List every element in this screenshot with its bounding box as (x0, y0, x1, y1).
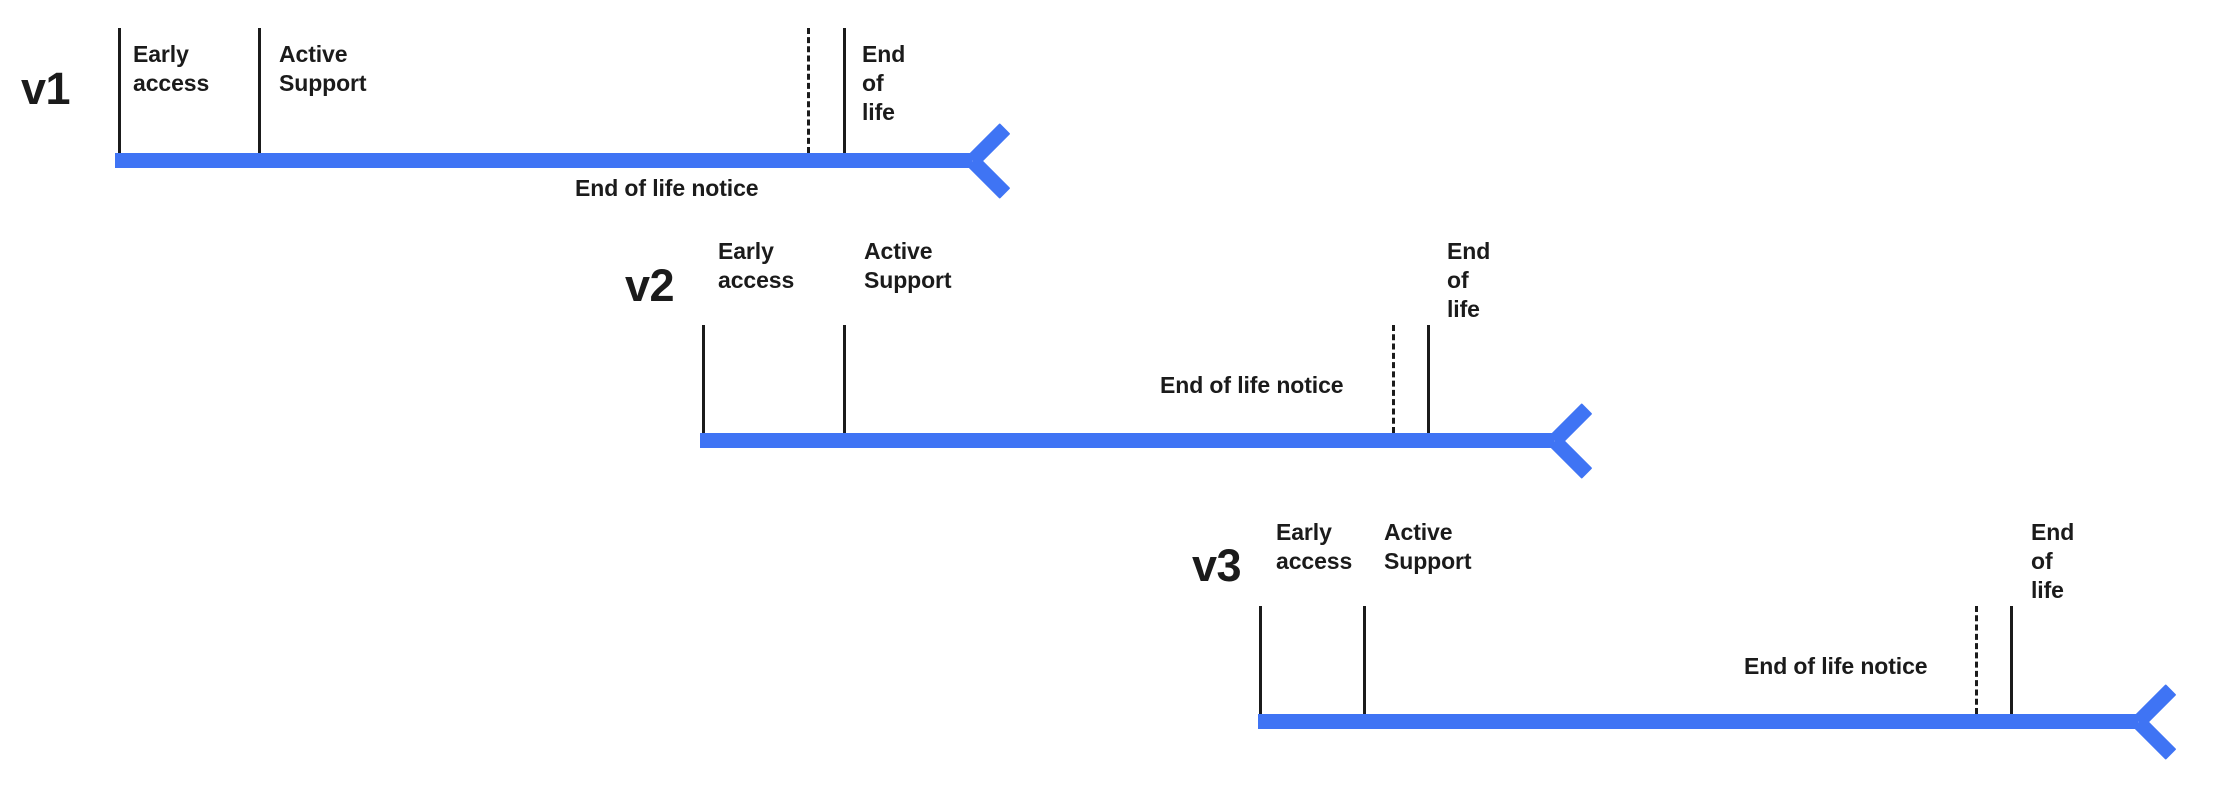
version-label-v2: v2 (624, 260, 675, 311)
notice-label-end-of-life-notice-v2: End of life notice (1160, 372, 1344, 398)
phase-divider-1-v3 (1259, 606, 1262, 714)
end-of-life-notice-divider-v1 (807, 28, 810, 153)
phase-label-end-of-life-v1: End of life (862, 41, 906, 125)
phase-divider-1-v1 (118, 28, 121, 153)
end-of-life-notice-divider-v3 (1975, 606, 1978, 714)
phase-divider-2-v1 (258, 28, 261, 153)
phase-label-early-access-v3: Early access (1276, 519, 1353, 574)
phase-divider-2-v2 (843, 325, 846, 433)
timeline-arrow-shaft-v3 (1258, 714, 2138, 729)
phase-divider-2-v3 (1363, 606, 1366, 714)
notice-label-end-of-life-notice-v3: End of life notice (1744, 653, 1928, 679)
phase-label-active-support-v2: Active Support (864, 238, 952, 293)
notice-label-end-of-life-notice-v1: End of life notice (575, 175, 759, 201)
phase-label-early-access-v2: Early access (718, 238, 795, 293)
phase-label-end-of-life-v3: End of life (2031, 519, 2075, 603)
arrow-head-lower-arm-v1 (967, 155, 1011, 199)
arrow-head-lower-arm-v2 (1549, 435, 1593, 479)
phase-label-end-of-life-v2: End of life (1447, 238, 1491, 322)
phase-divider-1-v2 (702, 325, 705, 433)
phase-label-early-access-v1: Early access (133, 41, 210, 96)
phase-divider-3-v2 (1427, 325, 1430, 433)
timeline-arrow-shaft-v1 (115, 153, 972, 168)
phase-divider-3-v3 (2010, 606, 2013, 714)
arrow-head-lower-arm-v3 (2133, 716, 2177, 760)
phase-label-active-support-v3: Active Support (1384, 519, 1472, 574)
version-label-v3: v3 (1191, 540, 1242, 591)
end-of-life-notice-divider-v2 (1392, 325, 1395, 433)
phase-label-active-support-v1: Active Support (279, 41, 367, 96)
timeline-arrow-shaft-v2 (700, 433, 1554, 448)
phase-divider-3-v1 (843, 28, 846, 153)
version-label-v1: v1 (20, 63, 71, 114)
